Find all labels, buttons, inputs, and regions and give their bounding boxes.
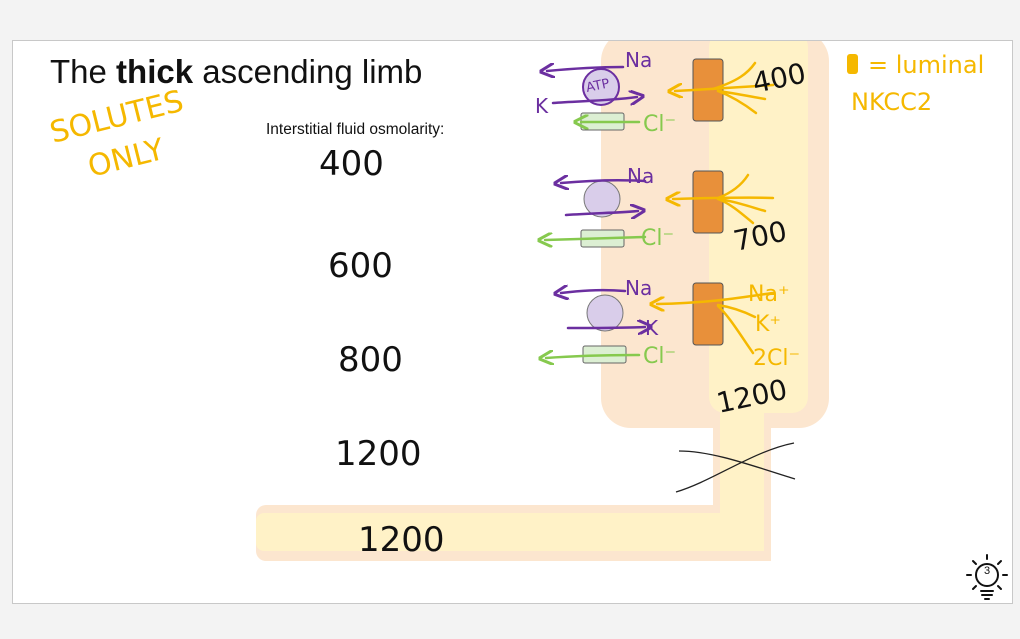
row1-k-label: K: [535, 94, 549, 118]
atp-circle: [582, 68, 620, 106]
nkcc2-transporter-2: [692, 170, 724, 234]
solutes-label: SOLUTES: [46, 84, 187, 151]
ascending-lumen: [709, 41, 808, 413]
page-number: 3: [983, 565, 991, 577]
green-arrows: [545, 122, 647, 358]
interstitial-value-4: 1200: [335, 434, 422, 474]
page-number-badge[interactable]: 3: [965, 553, 1009, 601]
legend-swatch: [847, 54, 858, 74]
interstitial-osmolarity-label: Interstitial fluid osmolarity:: [266, 121, 445, 138]
interstitial-values: 400 600 800 1200 1200: [319, 144, 445, 560]
legend: = luminal NKCC2: [847, 51, 984, 116]
interstitial-value-5: 1200: [358, 520, 445, 560]
na-k-pumps: [582, 68, 624, 332]
row3-lumen-k-label: K⁺: [755, 312, 781, 337]
cross-mark: [675, 442, 796, 493]
row2-cl-label: Cl⁻: [641, 226, 674, 251]
nkcc2-transporters: [692, 58, 724, 346]
interstitial-value-1: 400: [319, 144, 384, 184]
row1-cl-label: Cl⁻: [643, 112, 676, 137]
atp-label: ATP: [585, 76, 611, 96]
title-suffix: ascending limb: [193, 53, 423, 90]
interstitial-value-3: 800: [338, 340, 403, 380]
legend-line2: NKCC2: [851, 88, 932, 116]
slide-title: The thick ascending limb: [50, 53, 422, 91]
row3-na-label: Na: [625, 276, 652, 300]
na-k-pump-3: [586, 294, 624, 332]
row3-cl-label: Cl⁻: [643, 344, 676, 369]
solutes-only-annotation: SOLUTES ONLY: [46, 84, 187, 185]
lightbulb-icon: [966, 554, 1008, 600]
nkcc2-transporter-3: [692, 282, 724, 346]
title-prefix: The: [50, 53, 117, 90]
tubule-lumen: [256, 41, 808, 551]
bottom-lumen: [256, 513, 764, 551]
legend-line1: = luminal: [868, 51, 984, 79]
purple-arrows: [547, 67, 645, 328]
row3-lumen-na-label: Na⁺: [748, 282, 790, 307]
title-bold-word: thick: [116, 53, 194, 90]
row3-k-label: K: [645, 316, 659, 340]
slide-canvas: The thick ascending limb Interstitial fl…: [12, 40, 1013, 604]
row3-lumen-cl-label: 2Cl⁻: [753, 346, 800, 371]
ion-labels: ATP Na K Cl⁻ Na Cl⁻ Na K Cl⁻ Na⁺ K⁺ 2Cl⁻: [535, 48, 800, 371]
orange-arrows: [657, 61, 775, 355]
interstitial-value-2: 600: [328, 246, 393, 286]
row1-na-label: Na: [625, 48, 652, 72]
nephron-diagram: SOLUTES ONLY = luminal NKCC2 400 600 800…: [46, 41, 984, 561]
row2-na-label: Na: [627, 164, 654, 188]
